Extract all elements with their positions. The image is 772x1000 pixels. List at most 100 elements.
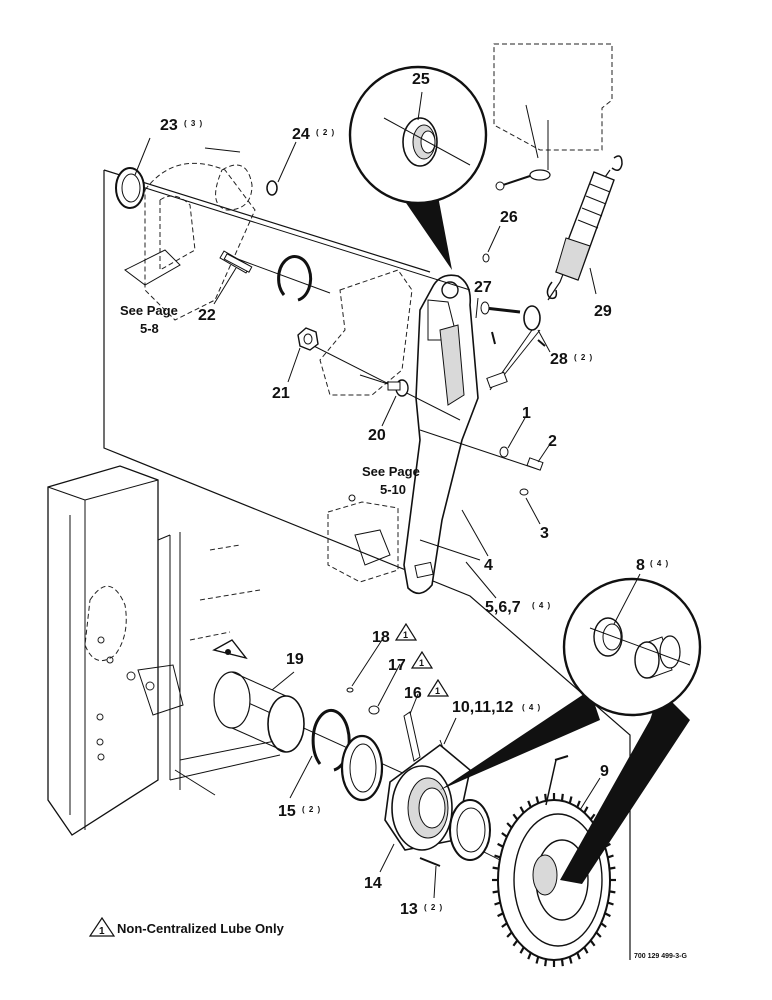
sprocket-tooth: [544, 959, 548, 967]
sprocket-tooth: [519, 806, 525, 814]
sprocket-tooth: [600, 922, 607, 928]
label-part-19: 19: [286, 651, 304, 668]
svg-text:1: 1: [419, 658, 424, 668]
part-29-spring: [546, 155, 623, 301]
sprocket-tooth: [494, 901, 501, 906]
label-part-15-qty: ( 2 ): [302, 805, 321, 814]
part-9-sprocket: [492, 755, 616, 967]
label-part-5-7-qty: ( 4 ): [532, 601, 551, 610]
footnote-lube: 1 Non-Centralized Lube Only: [88, 916, 285, 937]
label-part-29: 29: [594, 303, 612, 320]
sprocket-tooth: [492, 890, 499, 894]
sprocket-tooth: [527, 800, 532, 808]
upper-bracket: [493, 43, 613, 191]
leader-lines: [134, 91, 641, 899]
center-bracket: [319, 269, 413, 396]
callout-labels: 1 2 3 4 5,6,7 ( 4 ) 8 ( 4 ) 9 10,11,12 (…: [160, 71, 669, 918]
drive-assembly-reference-left: [124, 147, 256, 321]
part-20-bolt: [359, 374, 409, 397]
drawing-number: 700 129 499-3-G: [634, 953, 687, 960]
label-part-13-qty: ( 2 ): [424, 903, 443, 912]
sprocket-tooth: [568, 956, 573, 964]
sprocket-tooth: [497, 912, 504, 918]
sprocket-tooth: [607, 854, 614, 859]
sprocket-tooth: [609, 866, 616, 870]
frame-side-panel: [47, 465, 281, 836]
svg-text:See Page: See Page: [362, 464, 420, 479]
sprocket-tooth: [492, 866, 499, 870]
spacer-ring: [340, 734, 384, 802]
label-part-10-12: 10,11,12: [452, 699, 514, 716]
sprocket-tooth: [506, 931, 513, 938]
label-part-13: 13: [400, 901, 418, 918]
part-8-detail-circle: [440, 577, 702, 884]
grease-fitting-bracket: [212, 639, 248, 660]
label-part-3: 3: [540, 525, 549, 542]
triangle-marker-18: 1: [394, 622, 418, 641]
label-part-28: 28: [550, 351, 568, 368]
label-part-21: 21: [272, 385, 290, 402]
sprocket-tooth: [604, 912, 611, 918]
label-part-8: 8: [636, 557, 645, 574]
part-22-key: [223, 253, 253, 273]
label-part-18: 18: [372, 629, 390, 646]
label-part-14: 14: [364, 875, 382, 892]
sprocket-tooth: [607, 901, 614, 906]
sprocket-tooth: [583, 806, 589, 814]
label-part-8-qty: ( 4 ): [650, 559, 669, 568]
triangle-marker-17: 1: [410, 650, 434, 669]
sprocket-tooth: [501, 832, 508, 838]
part-28-clevis: [486, 305, 546, 391]
part-23-washer: [115, 167, 145, 209]
axis-lines: [119, 179, 541, 881]
sprocket-tooth: [576, 800, 581, 808]
label-part-23-qty: ( 3 ): [184, 119, 203, 128]
sprocket-tooth: [501, 922, 508, 928]
label-part-10-12-qty: ( 4 ): [522, 703, 541, 712]
footnote-triangle-icon: [88, 916, 116, 937]
part-21-nut: [297, 327, 319, 351]
part-24-ring: [266, 180, 278, 196]
label-part-4: 4: [484, 557, 493, 574]
sprocket-tooth: [560, 793, 564, 801]
upper-snap-ring: [277, 255, 313, 302]
label-part-2: 2: [548, 433, 557, 450]
sprocket-tooth: [560, 959, 564, 967]
label-part-9: 9: [600, 763, 609, 780]
label-part-23: 23: [160, 117, 178, 134]
svg-text:1: 1: [435, 686, 440, 696]
sprocket-tooth: [497, 842, 504, 848]
svg-text:See Page: See Page: [120, 303, 178, 318]
sprocket-tooth: [535, 956, 540, 964]
triangle-marker-16: 1: [426, 678, 450, 697]
label-part-26: 26: [500, 209, 518, 226]
sprocket-tooth: [506, 822, 513, 829]
part-14-bearing-flange: [384, 743, 471, 851]
sprocket-tooth: [535, 796, 540, 804]
drive-assembly-reference-lower: [327, 494, 399, 583]
footnote-text: Non-Centralized Lube Only: [117, 921, 285, 936]
part-27-bolt: [480, 301, 521, 345]
part-26-fitting: [482, 253, 490, 263]
sprocket-tooth: [589, 939, 596, 947]
label-part-16: 16: [404, 685, 422, 702]
sprocket-tooth: [527, 952, 532, 960]
svg-text:1: 1: [99, 926, 105, 937]
svg-text:5-10: 5-10: [380, 482, 406, 497]
label-part-25: 25: [412, 71, 430, 88]
reference-see-page-5-8: See Page 5-8: [120, 303, 178, 336]
label-part-28-qty: ( 2 ): [574, 353, 593, 362]
part-13-bolt: [419, 857, 441, 867]
sprocket-tooth: [609, 890, 616, 894]
sprocket-tooth: [494, 854, 501, 859]
part-19-bushing: [213, 671, 305, 753]
lube-note-markers: 1 1 1: [394, 622, 450, 697]
sprocket-tooth: [576, 952, 581, 960]
sprocket-tooth: [512, 813, 519, 821]
sprocket-tooth: [519, 946, 525, 954]
svg-text:5-8: 5-8: [140, 321, 159, 336]
label-part-22: 22: [198, 307, 216, 324]
sprocket-tooth: [589, 813, 596, 821]
part-25-detail-circle: [348, 65, 488, 270]
